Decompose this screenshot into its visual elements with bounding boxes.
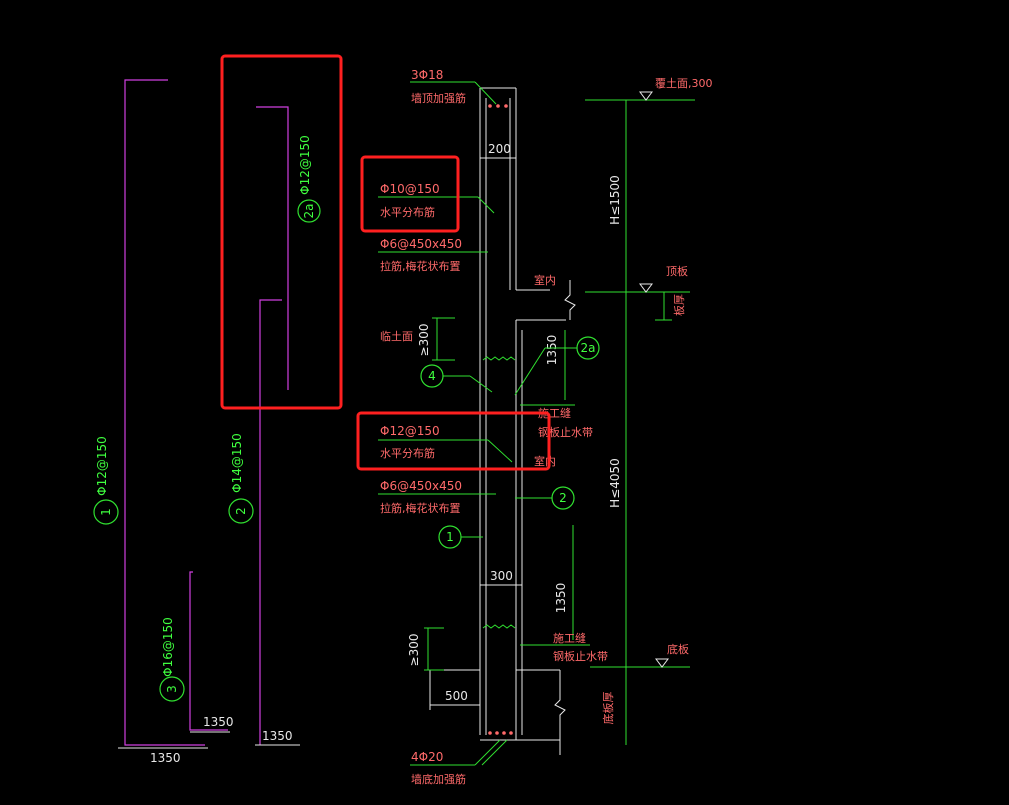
bar-3-callout: 3 [165, 685, 179, 693]
callout-4: 4 [428, 369, 436, 383]
lap-length-2: ≥300 [407, 634, 421, 667]
elev-roof-thickness: 板厚 [672, 294, 686, 316]
indoor-label-1: 室内 [534, 273, 556, 287]
lower-tie-spec: Φ6@450x450 [380, 479, 462, 493]
joint-1-label-b: 钢板止水带 [538, 425, 593, 439]
upper-horiz-note: 水平分布筋 [380, 205, 435, 219]
len-1350-b: 1350 [554, 583, 568, 614]
dim-upper-width: 200 [488, 142, 511, 156]
lower-tie-note: 拉筋,梅花状布置 [380, 501, 461, 515]
callout-2: 2 [559, 491, 567, 505]
bottom-rebar-note: 墙底加强筋 [411, 772, 466, 786]
upper-tie-note: 拉筋,梅花状布置 [380, 259, 461, 273]
bar-2-callout-circle [228, 498, 254, 524]
len-1350-a: 1350 [545, 335, 559, 366]
lower-horiz-note: 水平分布筋 [380, 446, 435, 460]
bar-3-spec: Φ16@150 [161, 617, 175, 677]
upper-tie-spec: Φ6@450x450 [380, 237, 462, 251]
upper-horiz-spec: Φ10@150 [380, 182, 440, 196]
callout-1: 1 [446, 530, 454, 544]
highlight-box-upper-horiz [360, 155, 460, 233]
joint-1-label: 施工缝 [538, 406, 571, 420]
lap-length-1: ≥300 [417, 324, 431, 357]
dim-lower-width: 300 [490, 569, 513, 583]
top-rebar-spec: 3Φ18 [411, 68, 443, 82]
callout-2a: 2a [581, 341, 596, 355]
elev-base-thickness: 底板厚 [601, 692, 615, 725]
bar-2a-callout: 2a [302, 204, 316, 219]
bar-2a-shape [256, 106, 289, 390]
elev-h-upper: H≤1500 [608, 175, 622, 225]
lap-splice-upper [482, 356, 516, 629]
bar-2a-spec: Φ12@150 [298, 135, 312, 195]
highlight-box-bar-2a [220, 54, 343, 410]
bar-1-spec: Φ12@150 [95, 436, 109, 496]
bar-2-length: 1350 [262, 729, 293, 743]
elev-h-lower: H≤4050 [608, 458, 622, 508]
dim-footing-width: 500 [445, 689, 468, 703]
bar-2-callout: 2 [234, 507, 248, 515]
bar-1-callout-circle [93, 499, 119, 525]
bar-3-shape [189, 571, 230, 733]
wall-lower-outline [429, 280, 576, 755]
highlight-box-lower-horiz [356, 411, 551, 471]
bar-1-length: 1350 [150, 751, 181, 765]
bar-3-callout-circle [159, 676, 185, 702]
bottom-rebar-spec: 4Φ20 [411, 750, 443, 764]
bar-1-shape [118, 79, 208, 749]
elev-roof-label: 顶板 [666, 264, 688, 278]
bar-2-spec: Φ14@150 [230, 433, 244, 493]
bar-1-callout: 1 [99, 508, 113, 516]
bar-2-shape [255, 299, 300, 746]
elev-top-label: 覆土面,300 [655, 77, 713, 90]
joint-2-label: 施工缝 [553, 631, 586, 645]
elevation-axis [585, 91, 695, 745]
temp-ground-label: 临土面 [380, 329, 413, 343]
lower-horiz-spec: Φ12@150 [380, 424, 440, 438]
indoor-label-2: 室内 [534, 454, 556, 468]
elev-base-label: 底板 [667, 642, 689, 656]
bar-2a-callout-circle [297, 199, 321, 223]
joint-2-label-b: 钢板止水带 [553, 649, 608, 663]
top-rebar-note: 墙顶加强筋 [411, 91, 466, 105]
rebar-dots [488, 104, 513, 735]
bar-3-length: 1350 [203, 715, 234, 729]
